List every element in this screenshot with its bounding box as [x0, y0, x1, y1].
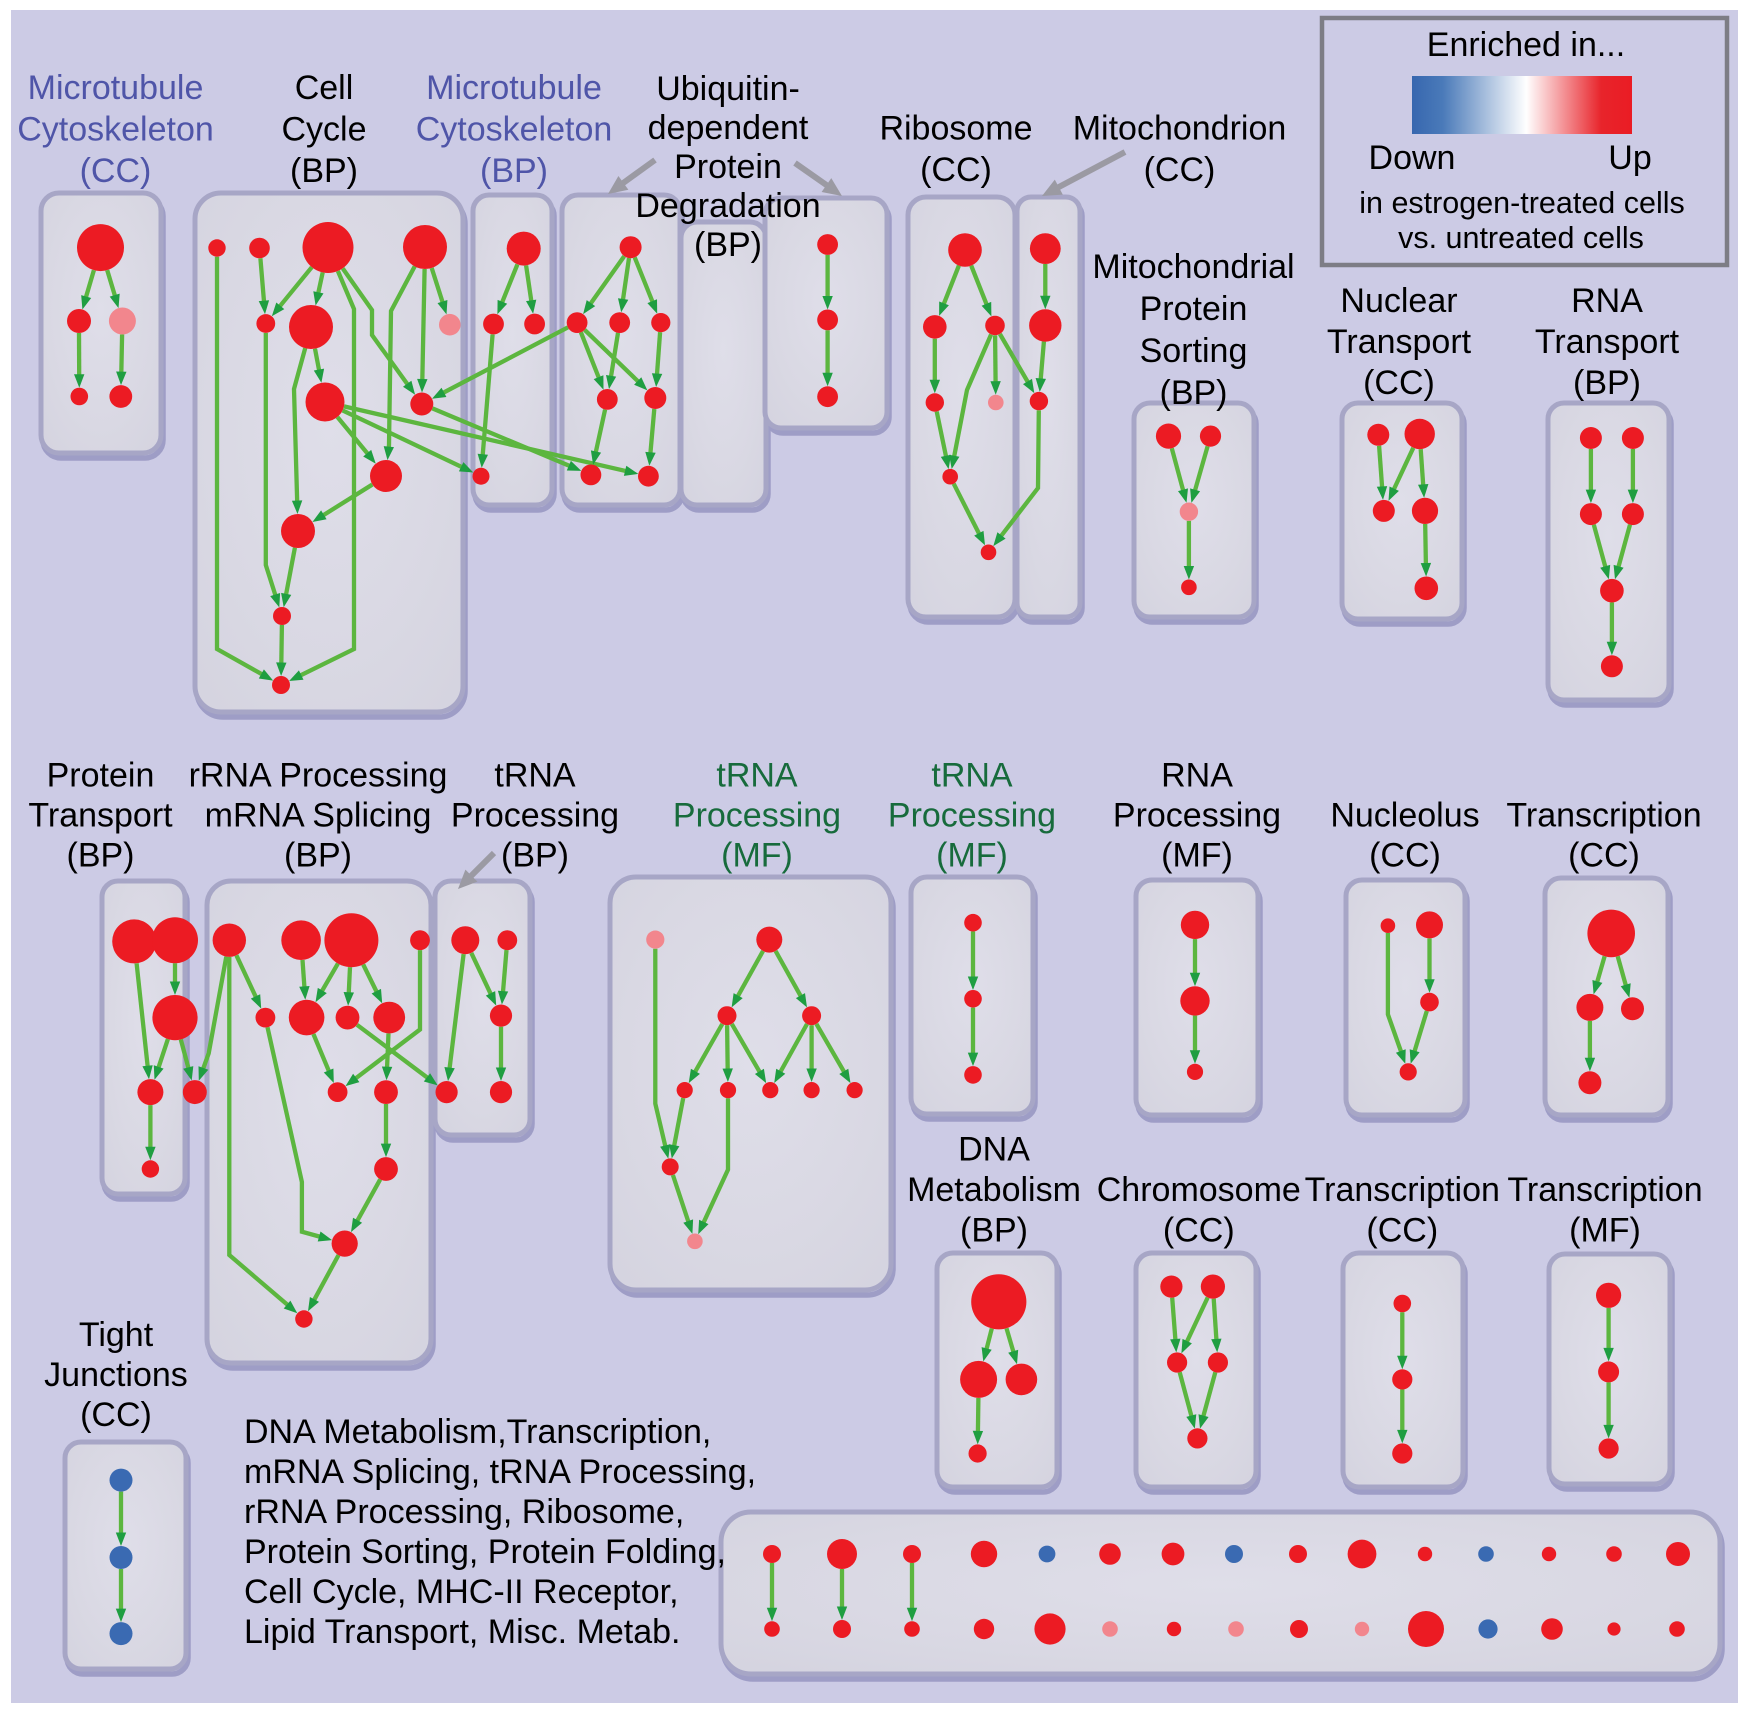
svg-text:Tight: Tight: [79, 1316, 154, 1354]
svg-text:(MF): (MF): [1569, 1212, 1641, 1250]
svg-text:Cycle: Cycle: [281, 111, 366, 149]
svg-text:Protein: Protein: [1140, 290, 1248, 328]
svg-text:Transport: Transport: [28, 797, 173, 835]
svg-text:Up: Up: [1608, 139, 1651, 177]
svg-text:Cytoskeleton: Cytoskeleton: [17, 111, 214, 149]
svg-text:RNA: RNA: [1161, 757, 1233, 795]
svg-text:Sorting: Sorting: [1140, 332, 1248, 370]
svg-text:Ribosome: Ribosome: [879, 110, 1032, 148]
svg-text:Protein: Protein: [47, 757, 155, 795]
svg-text:Microtubule: Microtubule: [28, 69, 204, 107]
svg-text:Cell: Cell: [295, 69, 354, 107]
svg-text:(CC): (CC): [1369, 837, 1441, 875]
svg-text:tRNA: tRNA: [931, 757, 1013, 795]
svg-text:Cytoskeleton: Cytoskeleton: [416, 111, 613, 149]
svg-text:Lipid Transport, Misc. Metab.: Lipid Transport, Misc. Metab.: [244, 1613, 681, 1651]
svg-text:(CC): (CC): [1163, 1212, 1235, 1250]
svg-text:Protein Sorting, Protein Foldi: Protein Sorting, Protein Folding,: [244, 1533, 726, 1571]
svg-text:mRNA Splicing, tRNA Processing: mRNA Splicing, tRNA Processing,: [244, 1453, 756, 1491]
svg-text:(BP): (BP): [1573, 364, 1641, 402]
svg-text:Protein: Protein: [674, 148, 782, 186]
svg-text:tRNA: tRNA: [716, 757, 798, 795]
svg-text:Nuclear: Nuclear: [1340, 282, 1457, 320]
svg-text:Degradation: Degradation: [635, 187, 820, 225]
svg-text:DNA: DNA: [958, 1131, 1030, 1169]
svg-text:(BP): (BP): [290, 152, 358, 190]
svg-text:(BP): (BP): [694, 226, 762, 264]
svg-text:Processing: Processing: [451, 797, 619, 835]
svg-text:(CC): (CC): [80, 152, 152, 190]
svg-text:(CC): (CC): [80, 1396, 152, 1434]
svg-text:mRNA Splicing: mRNA Splicing: [205, 797, 432, 835]
svg-text:Transport: Transport: [1327, 323, 1472, 361]
svg-text:(CC): (CC): [920, 151, 992, 189]
svg-text:Nucleolus: Nucleolus: [1330, 797, 1479, 835]
svg-text:Chromosome: Chromosome: [1097, 1171, 1301, 1209]
svg-text:RNA: RNA: [1571, 282, 1643, 320]
svg-text:Processing: Processing: [888, 797, 1056, 835]
svg-text:rRNA Processing, Ribosome,: rRNA Processing, Ribosome,: [244, 1493, 684, 1531]
svg-text:Microtubule: Microtubule: [426, 69, 602, 107]
svg-text:Processing: Processing: [673, 797, 841, 835]
svg-text:Enriched in...: Enriched in...: [1427, 26, 1625, 64]
svg-text:Transcription: Transcription: [1506, 797, 1701, 835]
svg-text:Transcription: Transcription: [1305, 1171, 1500, 1209]
svg-text:(CC): (CC): [1144, 151, 1216, 189]
svg-text:tRNA: tRNA: [494, 757, 576, 795]
svg-text:dependent: dependent: [648, 109, 809, 147]
svg-text:(CC): (CC): [1363, 364, 1435, 402]
svg-text:Metabolism: Metabolism: [907, 1171, 1081, 1209]
svg-text:(MF): (MF): [721, 837, 793, 875]
svg-text:(BP): (BP): [960, 1212, 1028, 1250]
svg-text:Junctions: Junctions: [44, 1356, 188, 1394]
svg-text:Transcription: Transcription: [1507, 1171, 1702, 1209]
svg-text:(CC): (CC): [1366, 1212, 1438, 1250]
svg-text:(CC): (CC): [1568, 837, 1640, 875]
svg-text:(BP): (BP): [284, 837, 352, 875]
svg-text:(MF): (MF): [1161, 837, 1233, 875]
svg-text:(BP): (BP): [480, 152, 548, 190]
svg-text:Processing: Processing: [1113, 797, 1281, 835]
svg-text:vs. untreated cells: vs. untreated cells: [1398, 221, 1644, 255]
svg-text:Transport: Transport: [1535, 323, 1680, 361]
svg-text:Mitochondrion: Mitochondrion: [1073, 110, 1287, 148]
svg-text:DNA Metabolism,Transcription,: DNA Metabolism,Transcription,: [244, 1413, 711, 1451]
svg-text:Cell Cycle, MHC-II Receptor,: Cell Cycle, MHC-II Receptor,: [244, 1573, 679, 1611]
svg-text:Down: Down: [1369, 139, 1456, 177]
svg-text:(BP): (BP): [501, 837, 569, 875]
svg-text:(BP): (BP): [67, 837, 135, 875]
svg-text:in estrogen-treated cells: in estrogen-treated cells: [1359, 186, 1685, 220]
svg-text:Mitochondrial: Mitochondrial: [1092, 248, 1294, 286]
svg-text:Ubiquitin-: Ubiquitin-: [656, 70, 800, 108]
svg-text:rRNA Processing: rRNA Processing: [189, 757, 448, 795]
svg-text:(BP): (BP): [1160, 374, 1228, 412]
svg-text:(MF): (MF): [936, 837, 1008, 875]
